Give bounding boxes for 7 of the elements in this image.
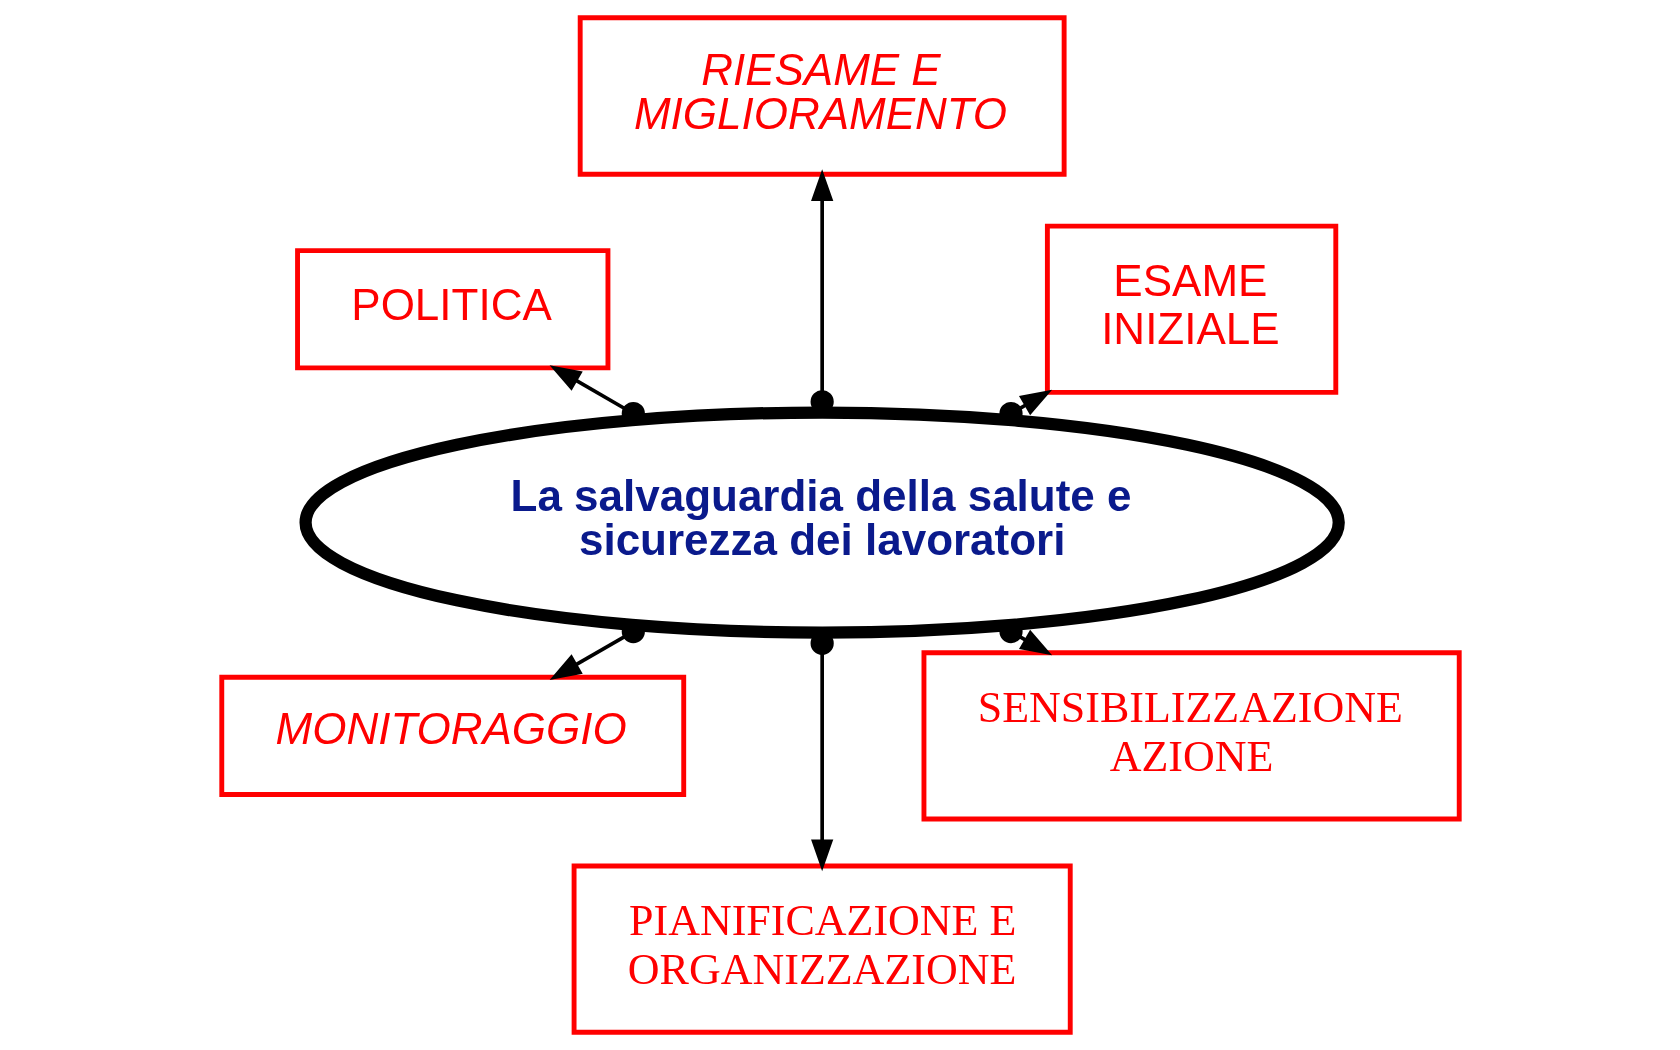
- node-ellipse: La salvaguardia della salute e sicurezza dei lavoratori: [298, 406, 1345, 639]
- node-box: PIANIFICAZIONE E ORGANIZZAZIONE: [571, 863, 1073, 1035]
- node-box: ESAME INIZIALE: [1044, 223, 1338, 395]
- node-box: POLITICA: [294, 248, 610, 371]
- node-box: SENSIBILIZZAZIONE AZIONE: [921, 650, 1462, 822]
- node-box: RIESAME E MIGLIORAMENTO: [577, 15, 1067, 177]
- node-box: MONITORAGGIO: [218, 674, 686, 797]
